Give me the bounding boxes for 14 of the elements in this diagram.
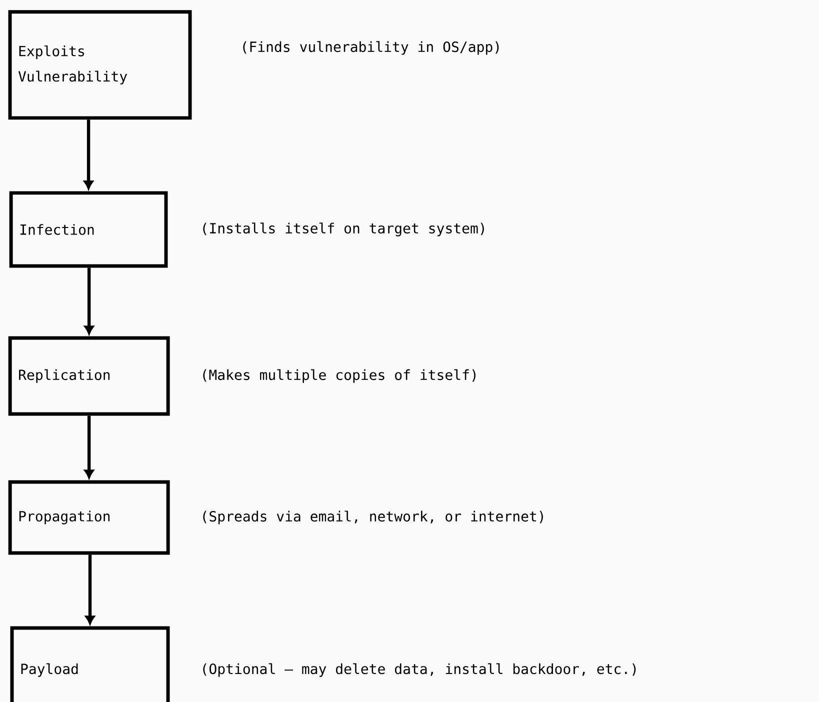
description-text: (Optional – may delete data, install backdoor, etc.) [203, 663, 636, 677]
process-box: Exploits Vulnerability [8, 10, 192, 120]
arrow [84, 416, 94, 478]
process-box: Payload [10, 626, 170, 702]
process-box: Replication [8, 336, 170, 416]
process-box: Propagation [8, 480, 170, 555]
arrow [84, 268, 94, 334]
description-text: (Installs itself on target system) [203, 222, 484, 236]
description-text: (Makes multiple copies of itself) [203, 369, 476, 383]
description-text: (Spreads via email, network, or internet) [203, 510, 543, 524]
process-box: Infection [9, 191, 168, 268]
arrow [85, 554, 95, 624]
arrow [84, 120, 94, 190]
description-text: (Finds vulnerability in OS/app) [243, 41, 499, 55]
